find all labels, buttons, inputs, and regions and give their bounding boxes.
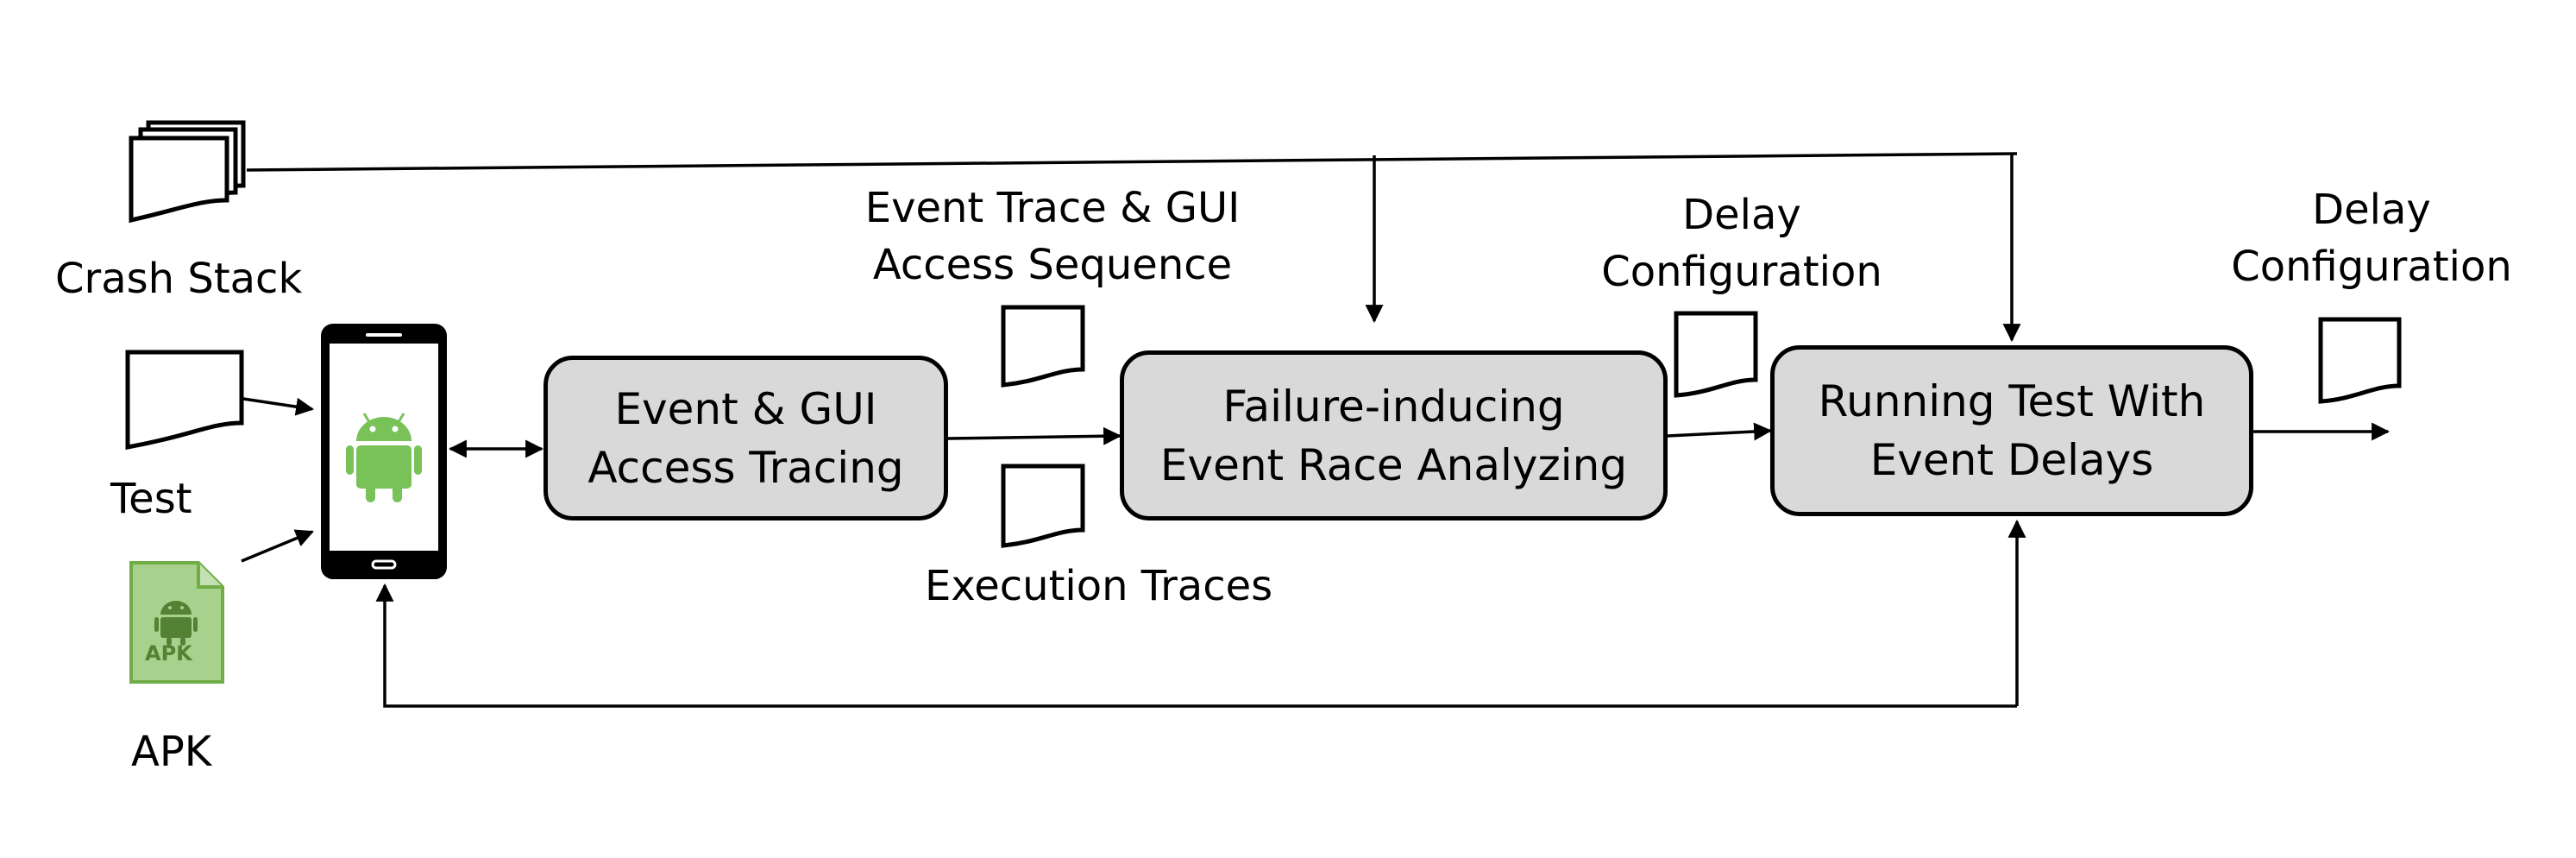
- apk-to-phone-arrow: [241, 529, 314, 563]
- tracing-to-analyzer-arrow: [947, 426, 1122, 445]
- event-gui-tracing-line2: Access Tracing: [587, 442, 904, 493]
- analyzer-to-runner-arrow: [1667, 422, 1773, 441]
- android-logo-icon: [346, 413, 422, 502]
- failure-inducing-analyzing-box: Failure-inducing Event Race Analyzing: [1120, 350, 1668, 520]
- trace-sequence-label-line2: Access Sequence: [872, 241, 1233, 289]
- delay-config-document-icon: [1674, 311, 1758, 398]
- failure-inducing-line1: Failure-inducing: [1222, 381, 1565, 432]
- delay-config-output-label: Delay Configuration: [2229, 181, 2514, 295]
- running-test-line2: Event Delays: [1869, 435, 2154, 485]
- trace-sequence-label-line1: Event Trace & GUI: [864, 184, 1241, 232]
- crash-stack-line: [246, 152, 2018, 172]
- test-label: Test: [110, 475, 192, 523]
- failure-inducing-line2: Event Race Analyzing: [1159, 439, 1628, 490]
- crash-stack-label: Crash Stack: [55, 255, 303, 303]
- apk-label: APK: [131, 728, 212, 776]
- running-test-delays-box: Running Test With Event Delays: [1770, 345, 2253, 516]
- apk-badge-label: APK: [145, 641, 192, 666]
- apk-file-icon: [129, 561, 224, 684]
- crash-stack-document-icon: [129, 120, 246, 224]
- smartphone-icon: [321, 324, 447, 579]
- feedback-loop-line: [375, 583, 2017, 708]
- delay-config-label: Delay Configuration: [1599, 186, 1884, 300]
- trace-sequence-label: Event Trace & GUI Access Sequence: [845, 180, 1260, 293]
- test-document-icon: [125, 350, 244, 450]
- trace-sequence-document-icon: [1001, 305, 1085, 388]
- delay-config-output-label-line1: Delay: [2312, 186, 2431, 234]
- delay-config-label-line1: Delay: [1682, 191, 1801, 239]
- test-to-phone-arrow: [242, 397, 315, 416]
- delay-config-output-label-line2: Configuration: [2231, 243, 2512, 291]
- event-gui-tracing-line1: Event & GUI: [614, 383, 877, 434]
- event-gui-tracing-box: Event & GUI Access Tracing: [543, 356, 948, 520]
- delay-config-output-document-icon: [2318, 317, 2402, 404]
- execution-traces-label: Execution Traces: [925, 562, 1273, 610]
- running-test-line1: Running Test With: [1818, 376, 2206, 426]
- connectors: [241, 152, 2391, 708]
- execution-traces-document-icon: [1001, 464, 1085, 548]
- delay-config-label-line2: Configuration: [1601, 248, 1882, 296]
